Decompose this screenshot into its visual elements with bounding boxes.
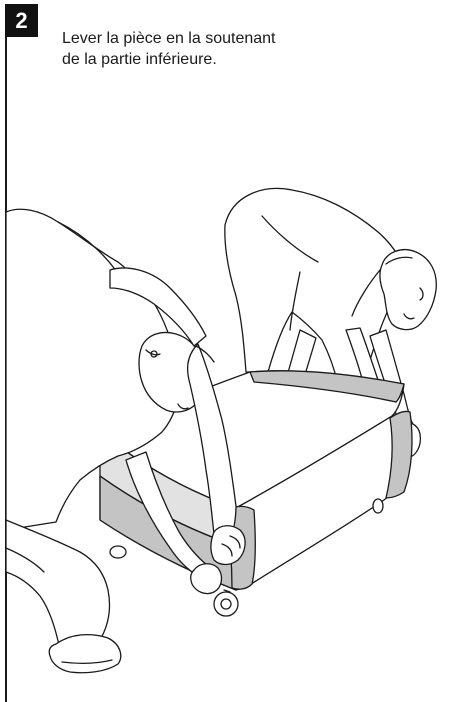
front-person-figure [6,209,245,672]
